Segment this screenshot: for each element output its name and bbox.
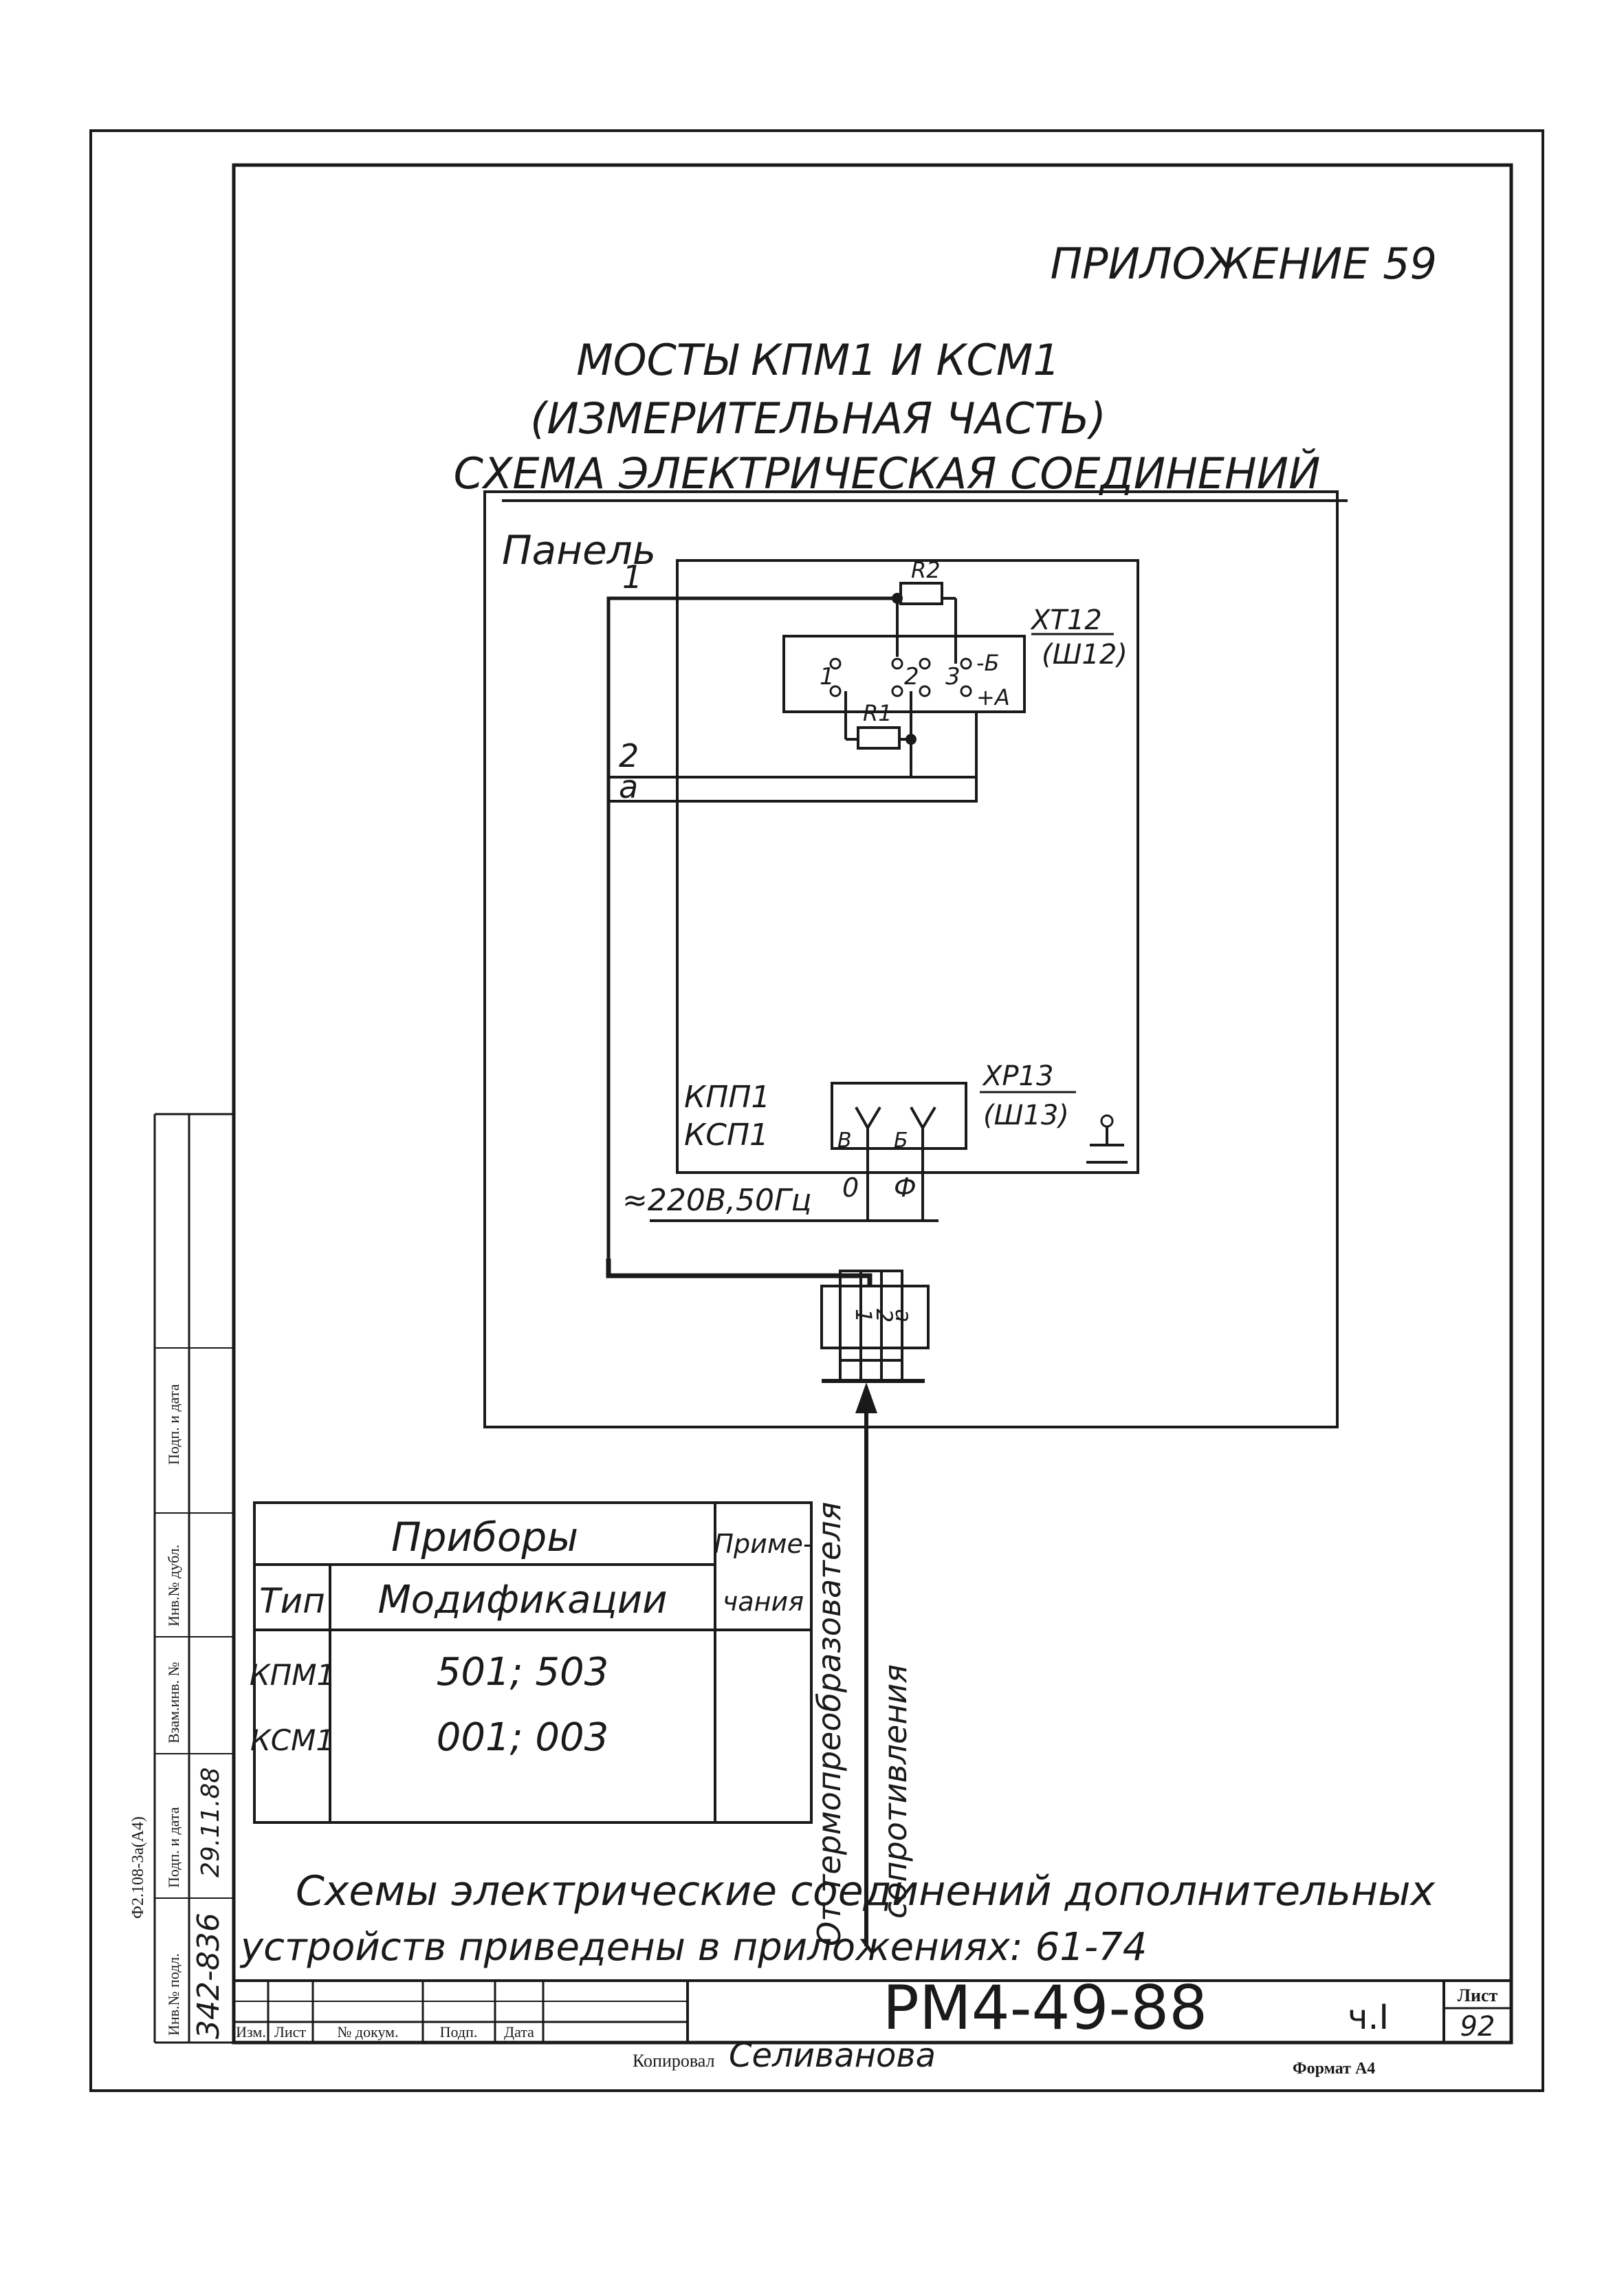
xt12-pin-plus-a: +А bbox=[976, 684, 1010, 710]
stamp-copied-label: Копировал bbox=[633, 2051, 715, 2071]
table-row-1-type: КПМ1 bbox=[250, 1658, 335, 1692]
wire-a bbox=[608, 712, 978, 803]
stamp-col-doc: № докум. bbox=[337, 2023, 398, 2040]
power-supply-label: ≈220В,50Гц bbox=[622, 1183, 811, 1218]
title-block: Изм. Лист № докум. Подп. Дата РМ4-49-88 … bbox=[234, 1972, 1511, 2078]
ground-terminal bbox=[1100, 1114, 1114, 1128]
table-col-mods: Модификации bbox=[377, 1578, 667, 1622]
side-strip: Ф2.108-3а(А4) Инв.№ подл. 342-836 Подп. … bbox=[129, 1113, 234, 2044]
note-line-1: Схемы электрические соединений дополните… bbox=[296, 1867, 1435, 1915]
xt12-pin-minus-b: -Б bbox=[976, 650, 1000, 676]
table-row-2-mods: 001; 003 bbox=[437, 1715, 608, 1760]
drawing-frame bbox=[232, 163, 1513, 2045]
title-line-2: (ИЗМЕРИТЕЛЬНАЯ ЧАСТЬ) bbox=[530, 393, 1106, 444]
xp13-label: XP13 bbox=[982, 1060, 1053, 1092]
side-inv-label: Инв.№ подл. bbox=[165, 1953, 182, 2036]
resistor-r2-label: R2 bbox=[911, 557, 941, 583]
source-label-2: сопротивления bbox=[877, 1664, 914, 1919]
xt12-pin-3-bottom bbox=[960, 685, 972, 697]
device-table: Приборы Приме- чания Тип Модификации КПМ… bbox=[250, 1501, 813, 1824]
xp13-contact-v bbox=[855, 1106, 881, 1131]
cable-bundle bbox=[606, 1259, 873, 1286]
xt12-pin-3-label: 3 bbox=[945, 663, 961, 690]
table-header-notes-1: Приме- bbox=[714, 1529, 812, 1559]
side-replace-label: Взам.инв. № bbox=[165, 1662, 182, 1743]
panel-label: Панель bbox=[502, 527, 656, 574]
title-line-1: МОСТЫ КПМ1 И КСМ1 bbox=[576, 335, 1060, 385]
stamp-doc-code: РМ4-49-88 bbox=[883, 1972, 1207, 2043]
xt12-pin-2a-bottom bbox=[891, 685, 903, 697]
arrow-up-icon bbox=[855, 1382, 877, 1413]
wire-a-label: а bbox=[619, 768, 638, 805]
plug-pin-2: 2 bbox=[871, 1309, 897, 1322]
xt12-pin-2a-top bbox=[891, 657, 903, 670]
resistor-r2 bbox=[899, 582, 943, 605]
side-sign2-label: Подп. и дата bbox=[165, 1384, 182, 1465]
appendix-label: ПРИЛОЖЕНИЕ 59 bbox=[1050, 239, 1437, 289]
note-line-2: устройств приведены в приложениях: 61-74 bbox=[239, 1925, 1147, 1970]
xt12-pin-1-top bbox=[829, 657, 842, 670]
xt12-pin-2-label: 2 bbox=[904, 663, 919, 690]
xt12-pin-1-label: 1 bbox=[820, 663, 835, 690]
panel-box bbox=[483, 490, 1339, 1428]
r1-to-wire-2 bbox=[910, 739, 925, 779]
stamp-sheet-number: 92 bbox=[1460, 2011, 1495, 2043]
stamp-col-izm: Изм. bbox=[236, 2023, 266, 2040]
xt12-pin-2b-bottom bbox=[919, 685, 931, 697]
stamp-col-list: Лист bbox=[274, 2023, 306, 2040]
power-pin-0: 0 bbox=[842, 1173, 859, 1203]
wire-1-label: 1 bbox=[622, 558, 642, 596]
xp13-alias: (Ш13) bbox=[983, 1100, 1069, 1131]
device-table-border bbox=[253, 1501, 813, 1824]
device-box bbox=[676, 559, 1139, 1174]
stamp-format: Формат А4 bbox=[1293, 2060, 1375, 2078]
terminal-block-xt12 bbox=[782, 635, 1026, 713]
resistor-r1 bbox=[857, 726, 901, 750]
table-col-type: Тип bbox=[259, 1581, 325, 1621]
xt12-label: XT12 bbox=[1030, 605, 1102, 636]
wire-1 bbox=[606, 596, 897, 1259]
side-dup-label: Инв.№ дубл. bbox=[165, 1545, 182, 1626]
table-header-notes-2: чания bbox=[723, 1587, 804, 1617]
wire-2-label: 2 bbox=[619, 737, 639, 774]
side-form-code: Ф2.108-3а(А4) bbox=[129, 1816, 147, 1919]
plug-pin-a: а bbox=[890, 1309, 917, 1322]
stamp-col-sign: Подп. bbox=[440, 2023, 478, 2040]
stamp-sheet-label: Лист bbox=[1458, 1985, 1498, 2005]
table-header-devices: Приборы bbox=[391, 1514, 578, 1560]
table-row-2-type: КСМ1 bbox=[250, 1723, 334, 1757]
device-label-kpp1: КПП1 bbox=[684, 1080, 770, 1115]
xt12-pin-1-bottom bbox=[829, 685, 842, 697]
source-label-1: От термопреобразователя bbox=[811, 1502, 848, 1946]
side-inv-value: 342-836 bbox=[191, 1913, 226, 2039]
stamp-col-date: Дата bbox=[504, 2023, 534, 2040]
outer-border bbox=[89, 129, 1544, 2092]
plug-body bbox=[820, 1285, 930, 1349]
xt12-pin-2b-top bbox=[919, 657, 931, 670]
xp13-pin-b: Б bbox=[894, 1129, 908, 1153]
stamp-part: ч.I bbox=[1348, 1997, 1389, 2037]
connector-xp13 bbox=[831, 1082, 967, 1150]
device-label-ksp1: КСП1 bbox=[684, 1118, 769, 1153]
xp13-pin-v: В bbox=[837, 1129, 852, 1153]
xt12-alias: (Ш12) bbox=[1042, 639, 1128, 671]
side-sign-label: Подп. и дата bbox=[165, 1807, 182, 1888]
plug-pin-1: 1 bbox=[851, 1309, 877, 1322]
plug-contacts bbox=[839, 1270, 903, 1362]
title-line-3: СХЕМА ЭЛЕКТРИЧЕСКАЯ СОЕДИНЕНИЙ bbox=[454, 448, 1321, 499]
stamp-copied-name: Селиванова bbox=[729, 2036, 936, 2075]
power-pin-f: Ф bbox=[894, 1173, 917, 1203]
xt12-pin-3-top bbox=[960, 657, 972, 670]
side-sign-value: 29.11.88 bbox=[197, 1767, 225, 1877]
xp13-contact-b bbox=[910, 1106, 936, 1131]
table-row-1-mods: 501; 503 bbox=[437, 1650, 608, 1695]
resistor-r1-label: R1 bbox=[863, 700, 892, 726]
